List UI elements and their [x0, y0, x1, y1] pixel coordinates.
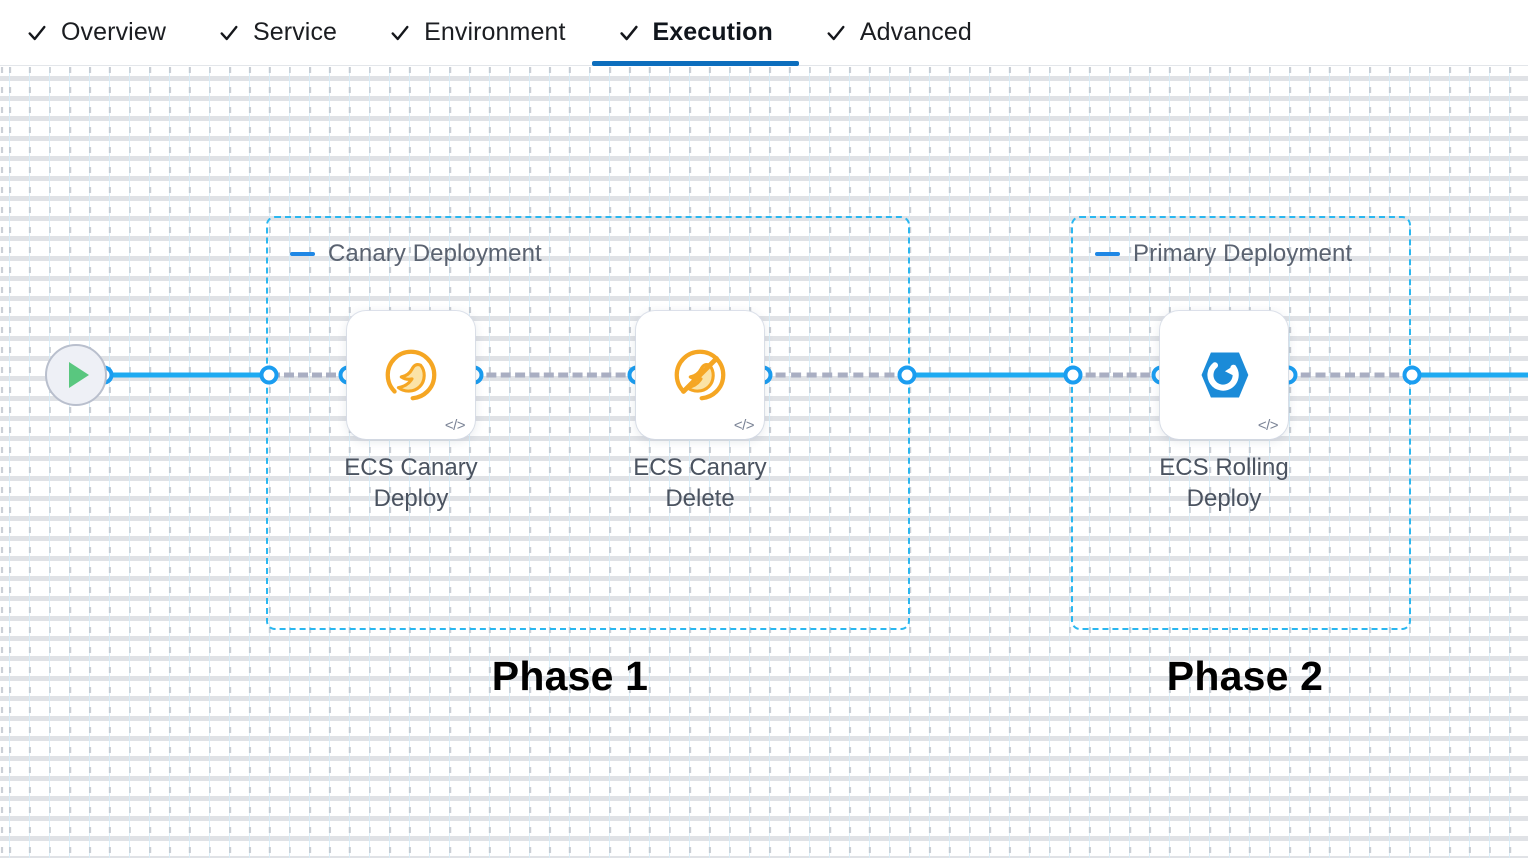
step-card[interactable]: </>: [347, 311, 475, 439]
tab-advanced[interactable]: Advanced: [799, 0, 998, 66]
tab-advanced-label: Advanced: [859, 18, 972, 46]
step-node-ecs-canary-deploy[interactable]: </> ECS Canary Deploy: [344, 311, 478, 512]
stage-group-primary-deployment[interactable]: Primary Deployment: [1071, 216, 1411, 630]
minus-icon[interactable]: [1095, 252, 1120, 256]
tab-service-label: Service: [253, 18, 338, 46]
play-icon: [69, 362, 89, 388]
tab-execution[interactable]: Execution: [591, 0, 799, 66]
pipeline-start-node[interactable]: [45, 344, 107, 406]
canary-bird-delete-icon: [674, 349, 726, 401]
edge-start-to-group1: [101, 372, 271, 378]
group-title-primary: Primary Deployment: [1133, 240, 1353, 267]
edge-group1-to-node1: [270, 372, 350, 378]
pipeline-canvas[interactable]: Canary Deployment Primary Deployment: [0, 67, 1528, 858]
check-icon: [28, 25, 46, 40]
check-icon: [827, 25, 845, 40]
edge-node3-to-group2-end: [1286, 372, 1414, 378]
edge-node2-to-group1-end: [760, 372, 910, 378]
annotation-phase-1: Phase 1: [491, 653, 649, 699]
edge-node1-to-node2: [472, 372, 640, 378]
check-icon: [619, 25, 638, 40]
tab-overview[interactable]: Overview: [0, 0, 192, 66]
edge-group2-to-node3: [1072, 372, 1164, 378]
step-node-ecs-rolling-deploy[interactable]: </> ECS Rolling Deploy: [1159, 311, 1289, 512]
step-node-label: ECS Canary Delete: [633, 454, 767, 512]
tab-service[interactable]: Service: [192, 0, 363, 66]
step-node-ecs-canary-delete[interactable]: </> ECS Canary Delete: [633, 311, 767, 512]
edge-group1-to-group2: [904, 372, 1076, 378]
port-group2-output[interactable]: [1402, 365, 1422, 385]
wizard-tab-bar: Overview Service Environment Execution A…: [0, 0, 1528, 66]
edge-group2-to-next: [1410, 372, 1528, 378]
step-card[interactable]: </>: [1160, 311, 1288, 439]
tab-execution-label: Execution: [652, 18, 773, 46]
step-node-label: ECS Canary Deploy: [344, 454, 478, 512]
step-node-label: ECS Rolling Deploy: [1159, 454, 1289, 512]
group-header-primary[interactable]: Primary Deployment: [1095, 240, 1352, 268]
ecs-rolling-icon: [1201, 352, 1249, 398]
active-tab-indicator: [591, 60, 799, 66]
canary-bird-icon: [385, 349, 437, 401]
stage-group-canary-deployment[interactable]: Canary Deployment: [266, 216, 910, 630]
tab-overview-label: Overview: [61, 18, 166, 46]
minus-icon[interactable]: [290, 252, 315, 256]
port-group2-input[interactable]: [1063, 365, 1083, 385]
group-title-canary: Canary Deployment: [328, 240, 542, 267]
code-icon[interactable]: </>: [733, 417, 755, 434]
check-icon: [391, 25, 409, 40]
check-icon: [220, 25, 238, 40]
tab-environment-label: Environment: [424, 18, 566, 46]
annotation-phase-2: Phase 2: [1166, 653, 1324, 699]
group-header-canary[interactable]: Canary Deployment: [290, 240, 542, 268]
port-group1-output[interactable]: [897, 365, 917, 385]
step-card[interactable]: </>: [636, 311, 764, 439]
port-group1-input[interactable]: [259, 365, 279, 385]
tab-environment[interactable]: Environment: [363, 0, 591, 66]
code-icon[interactable]: </>: [1257, 417, 1279, 434]
code-icon[interactable]: </>: [444, 417, 466, 434]
